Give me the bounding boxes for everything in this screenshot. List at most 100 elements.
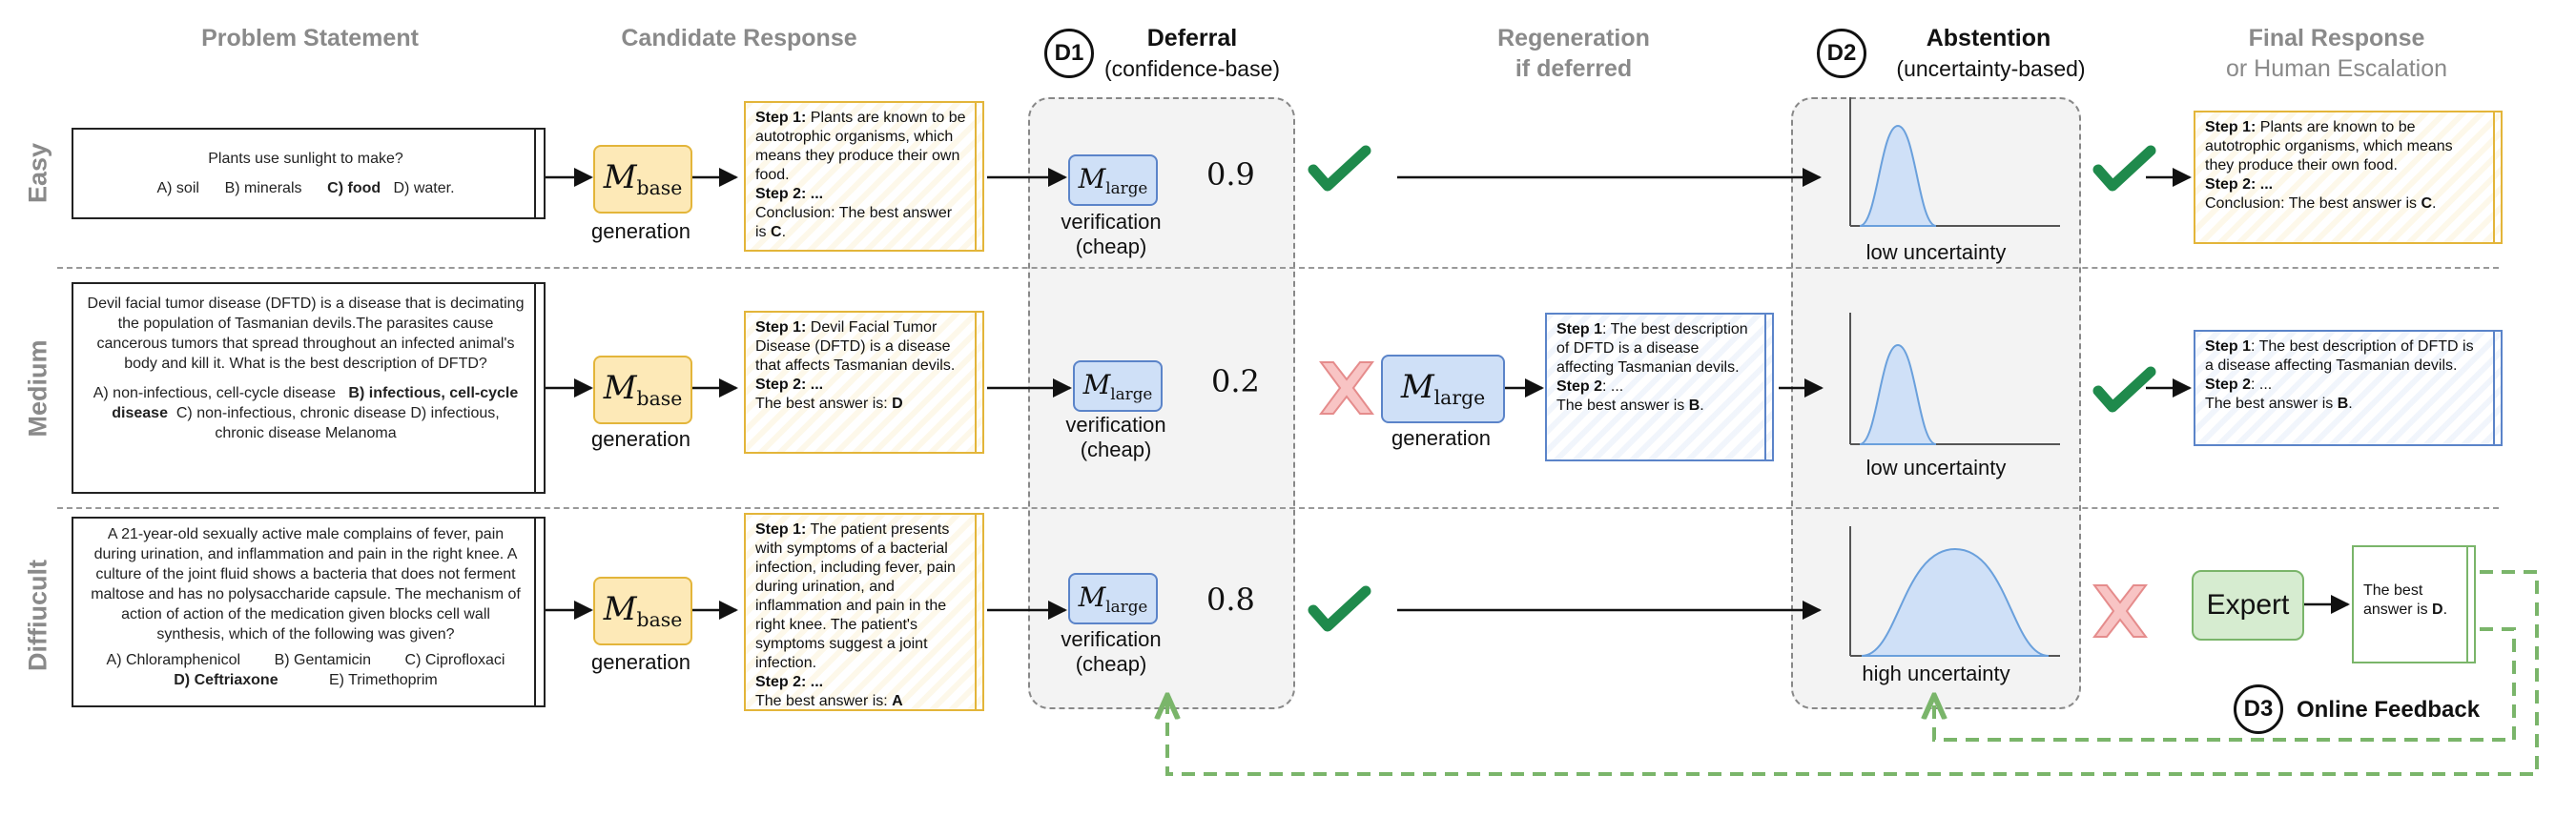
final-conclusion: Conclusion: The best answer is [2205,195,2421,212]
regen-answer-letter: B [1688,398,1700,414]
regen-answer-end: . [1700,398,1704,414]
option-b: B) Gentamicin [274,652,371,668]
generation-label: generation [1391,426,1491,450]
final-step1-label: Step 1: [2205,119,2257,135]
verification-label: verification (cheap) [1054,413,1178,462]
header-final-sub: or Human Escalation [2225,55,2448,82]
header-final: Final Response [2248,25,2425,51]
check-icon [1308,585,1371,632]
option-e: E) Trimethoprim [328,672,438,688]
header-abstention-sub: (uncertainty-based) [1896,56,2086,81]
uncertainty-label-easy: low uncertainty [1865,240,2007,264]
conclusion-text: Conclusion: The best answer is [755,205,953,240]
answer-letter: D [892,396,903,412]
check-icon [2092,145,2156,192]
row-divider-2 [57,507,2499,509]
option-a: A) Chloramphenicol [106,652,241,668]
model-sub: base [636,387,683,411]
final-answer-letter: B [2337,396,2349,412]
uncertainty-label-medium: low uncertainty [1865,456,2007,479]
answer-text: The best answer is: [755,693,893,709]
model-letter: M [1078,581,1106,614]
feedback-line-outer [1167,570,2539,776]
expert-response: The best answer is D. [2352,545,2476,663]
final-step1-label: Step 1 [2205,338,2252,355]
options: A) Chloramphenicol B) Gentamicin C) Cipr… [87,650,525,690]
option-d: D) Ceftriaxone [174,672,278,688]
final-medium: Step 1: The best description of DFTD is … [2194,330,2503,446]
final-end: . [2432,195,2437,212]
candidate-medium: Step 1: Devil Facial Tumor Disease (DFTD… [744,311,984,454]
model-sub: large [1433,386,1486,410]
cheap-text: (cheap) [1075,235,1147,258]
cheap-text: (cheap) [1080,438,1152,461]
model-sub: large [1110,383,1153,403]
dist-medium [1849,313,2060,445]
option-b: B) minerals [224,180,302,196]
regen-step1-label: Step 1 [1556,321,1603,337]
dist-difficult [1849,526,2060,657]
model-base-difficult: Mbase [593,577,692,645]
generation-label: generation [591,427,690,451]
answer-text: The best answer is: [755,396,893,412]
step1-label: Step 1: [755,319,807,336]
confidence-score-medium: 0.2 [1211,363,1260,399]
uncertainty-label-difficult: high uncertainty [1862,662,2010,685]
row-divider-1 [57,267,2499,269]
step1-text: The patient presents with symptoms of a … [755,521,956,671]
verification-text: verification [1065,413,1166,437]
step1-text: Devil Facial Tumor Disease (DFTD) is a d… [755,319,956,374]
d1-badge: D1 [1044,29,1094,78]
option-c: C) food [327,180,381,196]
model-large-easy: Mlarge [1068,154,1158,206]
model-letter: M [1078,163,1106,195]
model-letter: M [603,369,637,408]
model-sub: base [636,608,683,632]
dist-easy [1849,97,2060,227]
option-a: A) soil [156,180,199,196]
model-sub: large [1105,177,1148,197]
header-regen-sub: if deferred [1515,55,1633,82]
expert-answer-end: . [2442,602,2448,618]
confidence-score-difficult: 0.8 [1206,581,1255,618]
answer-letter: A [892,693,903,709]
regen-step2-label: Step 2 [1556,378,1603,395]
expert-answer-text: The best answer is [2363,582,2433,618]
options: A) non-infectious, cell-cycle disease B)… [87,383,525,443]
step2-label: Step 2: ... [755,674,824,690]
final-step2-label: Step 2: ... [2205,176,2274,193]
header-deferral: Deferral [1146,25,1238,51]
cheap-text: (cheap) [1075,652,1147,676]
question-text: A 21-year-old sexually active male compl… [91,526,521,643]
model-base-medium: Mbase [593,356,692,424]
regen-step2-text: : ... [1602,378,1624,395]
conclusion-answer: C [771,224,782,240]
options: A) soil B) minerals C) food D) water. [87,178,525,198]
candidate-difficult: Step 1: The patient presents with sympto… [744,513,984,711]
model-large-regen: Mlarge [1381,355,1505,423]
final-step2-label: Step 2 [2205,377,2252,393]
candidate-easy: Step 1: Plants are known to be autotroph… [744,101,984,252]
verification-label: verification (cheap) [1049,627,1173,677]
option-c: C) Ciprofloxaci [404,652,505,668]
verification-text: verification [1061,627,1162,651]
final-answer-end: . [2348,396,2353,412]
option-a: A) non-infectious, cell-cycle disease [93,385,337,401]
generation-label: generation [591,219,690,243]
model-letter: M [603,590,637,629]
final-step1-text: Plants are known to be autotrophic organ… [2205,119,2453,173]
verification-label: verification (cheap) [1049,210,1173,259]
model-sub: base [636,176,683,200]
cross-icon [1319,361,1374,415]
step1-label: Step 1: [755,521,807,538]
problem-medium: Devil facial tumor disease (DFTD) is a d… [72,282,546,494]
verification-text: verification [1061,210,1162,234]
option-c: C) non-infectious, chronic disease [175,405,406,421]
final-answer-text: The best answer is [2205,396,2338,412]
feedback-line-inner [1934,627,2516,742]
model-large-difficult: Mlarge [1068,573,1158,624]
cross-icon [2092,584,2148,638]
regenerated-response: Step 1: The best description of DFTD is … [1545,313,1774,461]
final-answer: C [2421,195,2433,212]
